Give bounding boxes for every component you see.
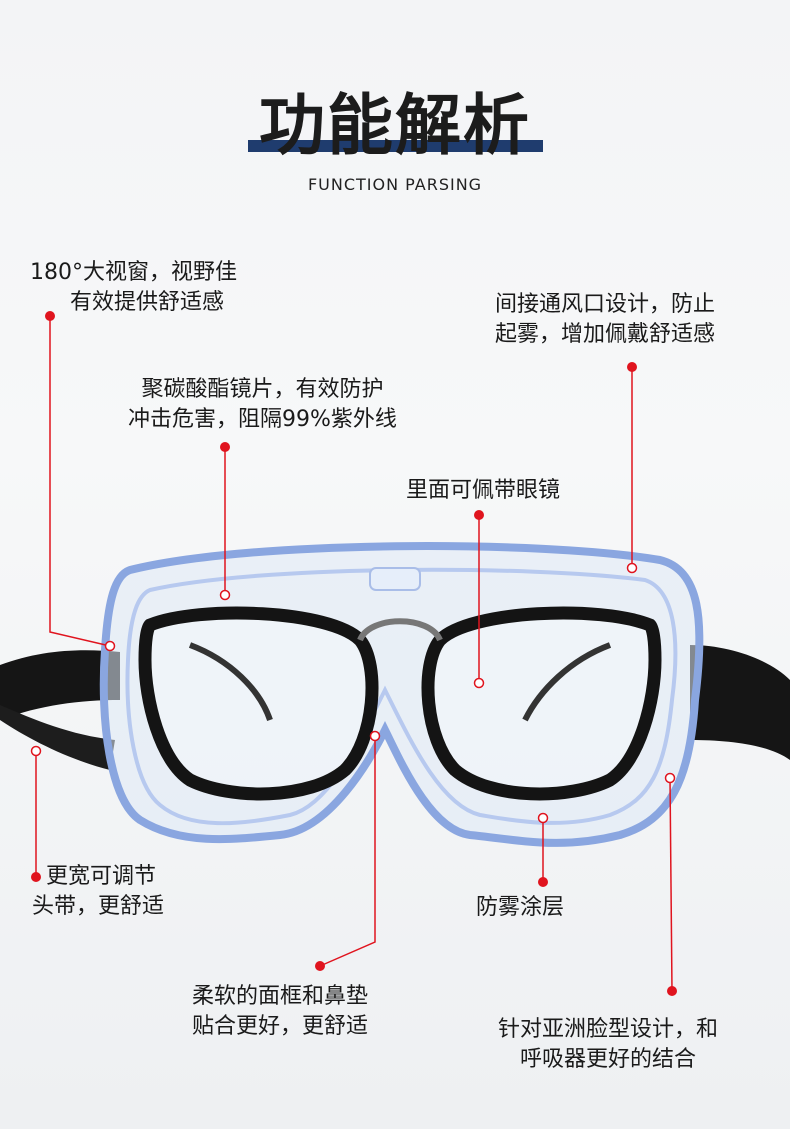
callout-lens-label: 聚碳酸酯镜片，有效防护 冲击危害，阻隔99%紫外线 (128, 375, 397, 435)
callout-text: 冲击危害，阻隔99%紫外线 (128, 407, 397, 432)
goggle-inner-edge (125, 567, 678, 826)
callout-line-nose (319, 736, 376, 967)
callout-vent-label: 间接通风口设计，防止 起雾，增加佩戴舒适感 (495, 290, 715, 350)
callout-dot (315, 961, 325, 971)
callout-antifog-label: 防雾涂层 (476, 893, 564, 923)
callout-text: 针对亚洲脸型设计，和 (498, 1017, 719, 1042)
callout-asian-fit-label: 针对亚洲脸型设计，和 呼吸器更好的结合 (498, 1015, 718, 1075)
title-underline (248, 140, 543, 152)
callout-lines (35, 316, 673, 992)
glasses-temple-right (522, 642, 612, 722)
callout-dot (45, 311, 55, 321)
callout-text: 里面可佩带眼镜 (406, 478, 561, 503)
callout-text: 起雾，增加佩戴舒适感 (495, 322, 716, 347)
callout-anchor (473, 677, 485, 689)
callout-text: 间接通风口设计，防止 (495, 292, 716, 317)
callout-dot (627, 362, 637, 372)
callout-text: 头带，更舒适 (32, 894, 165, 919)
callout-text: 更宽可调节 (46, 864, 157, 889)
callout-anchor (369, 730, 381, 742)
callout-anchor (219, 589, 231, 601)
page-subtitle: FUNCTION PARSING (307, 175, 483, 194)
page-title: 功能解析 (259, 87, 531, 164)
callout-dot (538, 877, 548, 887)
callout-dot (474, 510, 484, 520)
callout-strap-label: 更宽可调节 头带，更舒适 (32, 862, 164, 922)
callout-line-asian-fit (669, 777, 673, 992)
callout-text: 呼吸器更好的结合 (520, 1047, 697, 1072)
callout-view-label: 180°大视窗，视野佳 有效提供舒适感 (30, 258, 237, 318)
head-strap-left-lower (0, 705, 115, 770)
callout-anchor (537, 812, 549, 824)
callout-text: 聚碳酸酯镜片，有效防护 (141, 377, 384, 402)
callout-text: 有效提供舒适感 (70, 290, 225, 315)
callout-anchor (664, 772, 676, 784)
head-strap (0, 650, 120, 720)
glasses-bridge (357, 618, 443, 642)
callout-dots (31, 311, 677, 996)
callout-anchor (626, 562, 638, 574)
callout-anchor (104, 640, 116, 652)
callout-line-view (49, 316, 111, 647)
callout-text: 贴合更好，更舒适 (192, 1014, 369, 1039)
callout-glasses-label: 里面可佩带眼镜 (406, 476, 560, 506)
vent (369, 567, 421, 591)
callout-text: 防雾涂层 (476, 895, 565, 920)
glasses-right-lens (421, 606, 662, 801)
callout-dot (667, 986, 677, 996)
head-strap-right (690, 645, 790, 760)
callout-text: 180°大视窗，视野佳 (30, 260, 237, 285)
callout-text: 柔软的面框和鼻垫 (192, 984, 369, 1009)
callout-dot (31, 872, 41, 882)
glasses-left-lens (138, 606, 379, 801)
callout-anchor (30, 745, 42, 757)
callout-anchors (30, 562, 676, 824)
glasses-temple-left (188, 642, 273, 722)
callout-dot (220, 442, 230, 452)
callout-nose-label: 柔软的面框和鼻垫 贴合更好，更舒适 (192, 982, 368, 1042)
